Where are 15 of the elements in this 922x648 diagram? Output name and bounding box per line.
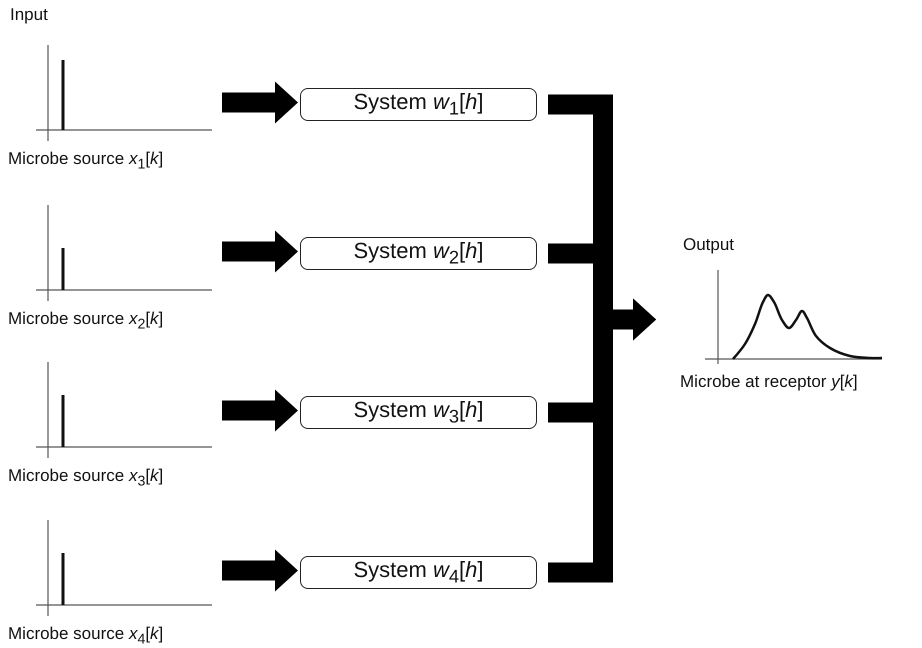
plot-heading: Input — [10, 5, 48, 25]
plot-caption: Microbe source x$_{1}$[k] — [8, 149, 164, 172]
system-box: System w$_{4}$[h] — [300, 556, 537, 589]
system-box: System w$_{1}$[h] — [300, 88, 537, 121]
system-box: System w$_{3}$[h] — [300, 396, 537, 429]
plot-caption: Microbe source x$_{2}$[k] — [8, 309, 164, 332]
block-arrow — [222, 82, 298, 124]
plot-heading: Output — [683, 235, 734, 255]
plot-caption: Microbe source x$_{4}$[k] — [8, 624, 164, 648]
block-arrow — [222, 550, 298, 592]
system-box: System w$_{2}$[h] — [300, 237, 537, 270]
block-arrow — [222, 390, 298, 432]
plot-caption: Microbe at receptor y[k] — [680, 372, 858, 392]
block-arrow — [222, 230, 298, 272]
plot-caption: Microbe source x$_{3}$[k] — [8, 466, 164, 490]
